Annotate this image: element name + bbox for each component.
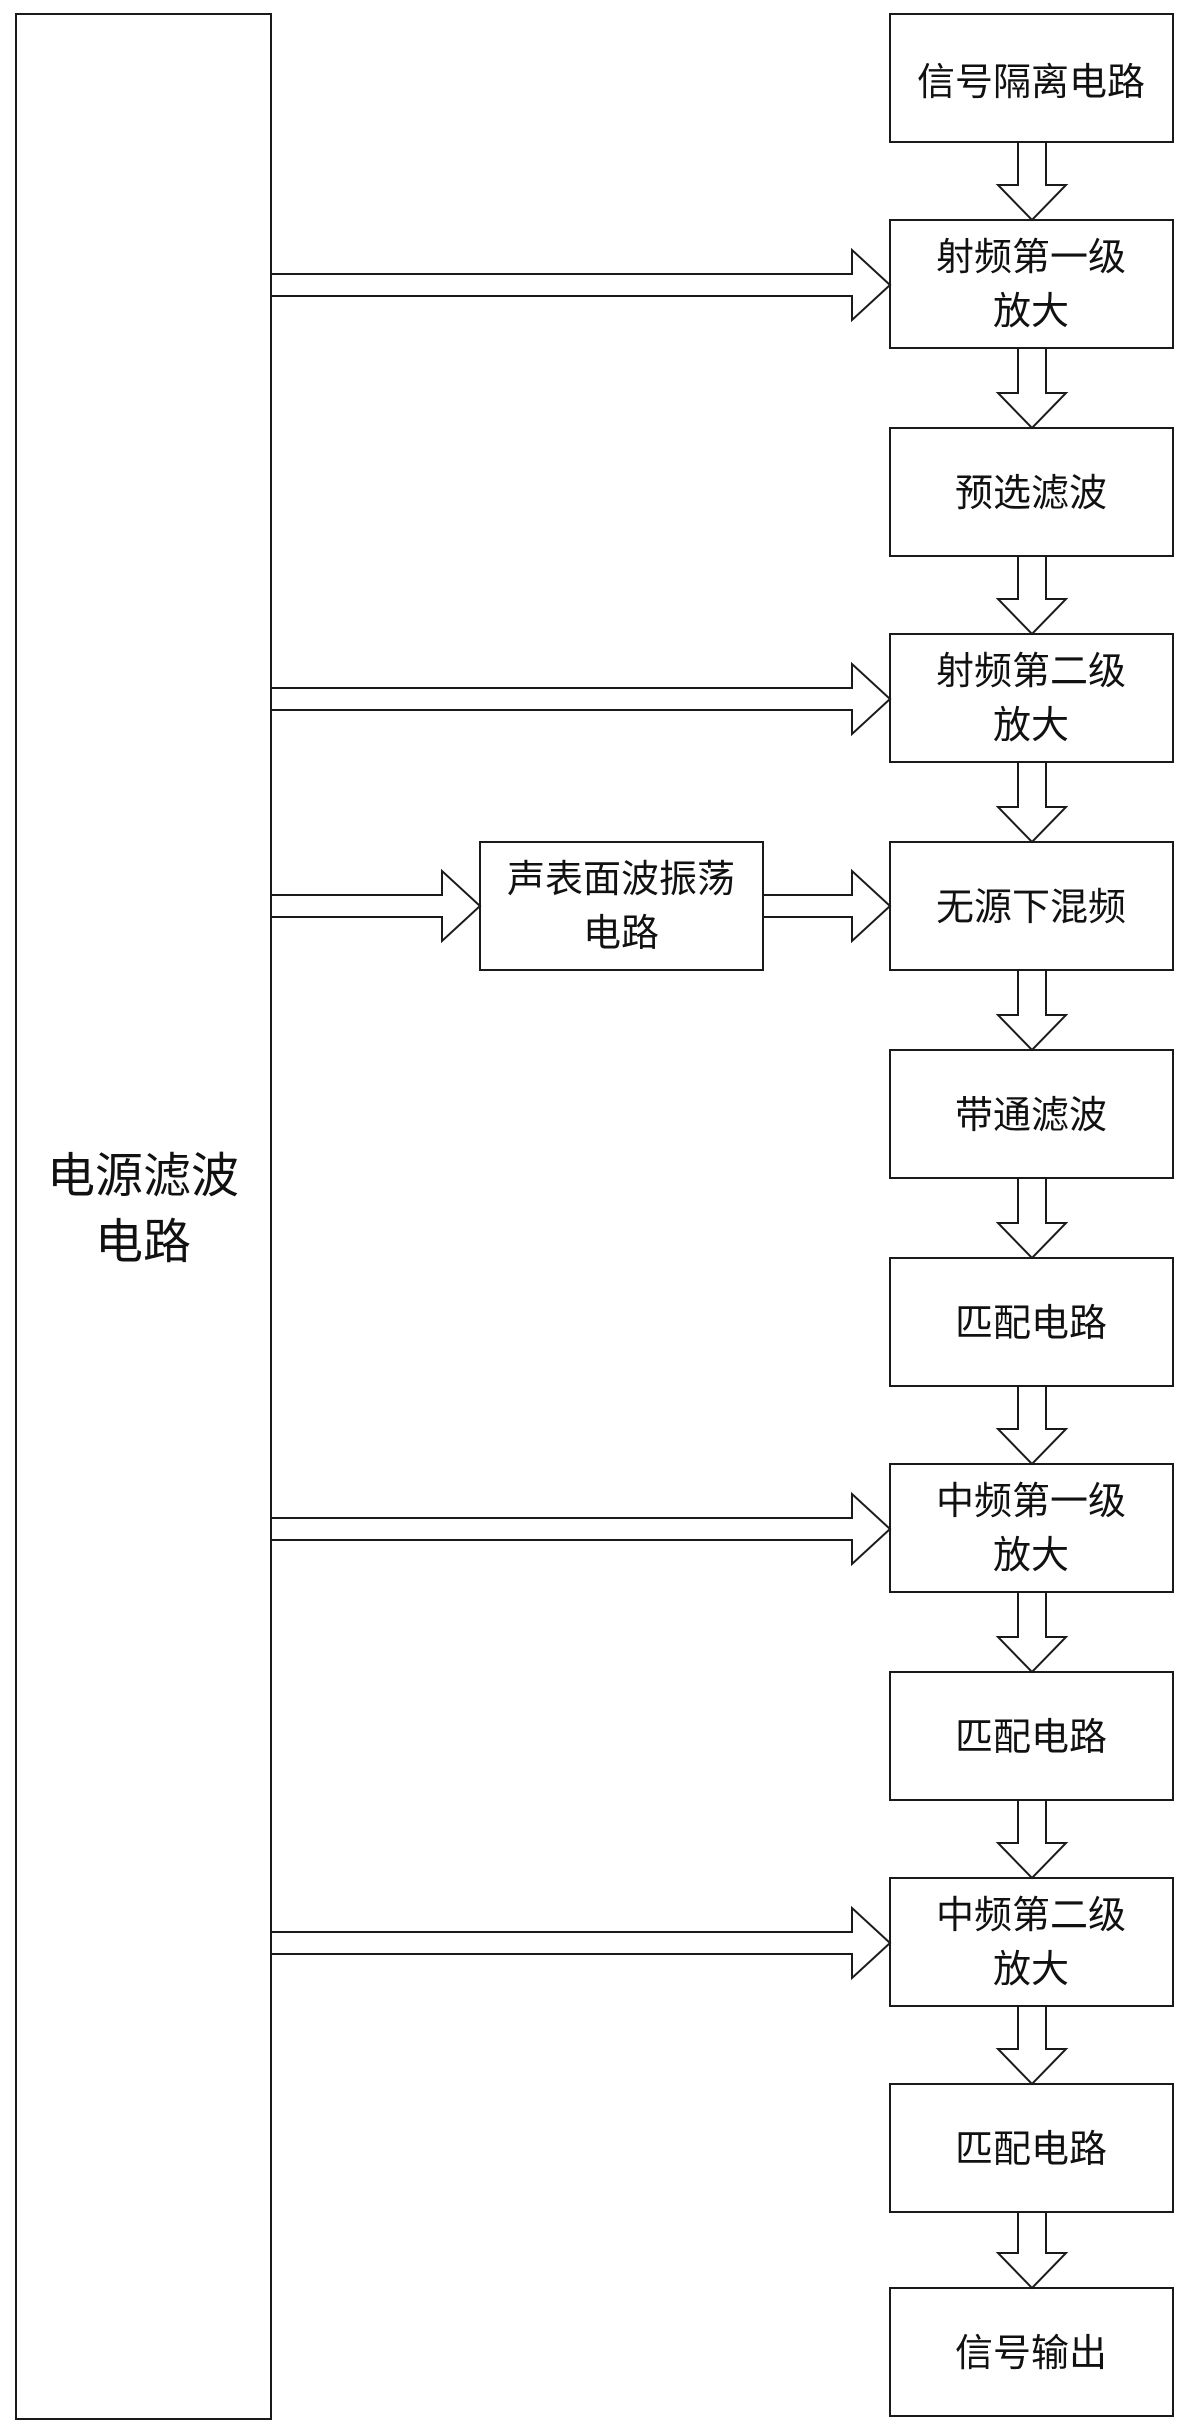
chain-label: 射频第一级 xyxy=(936,235,1126,279)
chain-box-signal-isolation: 信号隔离电路 xyxy=(889,13,1174,143)
down-arrow-2 xyxy=(995,347,1069,430)
down-arrow-9 xyxy=(995,1799,1069,1880)
chain-box-if-amp-stage2: 中频第二级 放大 xyxy=(889,1877,1174,2007)
power-arrow-if-stage2 xyxy=(270,1905,892,1981)
chain-box-if-amp-stage1: 中频第一级 放大 xyxy=(889,1463,1174,1593)
chain-label: 射频第二级 xyxy=(936,649,1126,693)
chain-box-rf-amp-stage2: 射频第二级 放大 xyxy=(889,633,1174,763)
chain-box-rf-amp-stage1: 射频第一级 放大 xyxy=(889,219,1174,349)
chain-label: 中频第一级 xyxy=(936,1479,1126,1523)
power-arrow-rf-stage1 xyxy=(270,247,892,323)
down-arrow-11 xyxy=(995,2211,1069,2290)
saw-oscillator-label-line1: 声表面波振荡 xyxy=(507,857,735,901)
chain-box-matching-circuit-2: 匹配电路 xyxy=(889,1671,1174,1801)
power-filter-label-line2: 电路 xyxy=(95,1214,191,1270)
power-arrow-rf-stage2 xyxy=(270,661,892,737)
chain-label: 匹配电路 xyxy=(955,1715,1107,1759)
chain-label: 无源下混频 xyxy=(936,885,1126,929)
chain-box-matching-circuit-1: 匹配电路 xyxy=(889,1257,1174,1387)
chain-label: 匹配电路 xyxy=(955,2127,1107,2171)
chain-label: 放大 xyxy=(993,1533,1069,1577)
power-arrow-if-stage1 xyxy=(270,1491,892,1567)
power-filter-label-line1: 电源滤波 xyxy=(47,1148,239,1204)
chain-label: 信号输出 xyxy=(955,2331,1107,2375)
down-arrow-3 xyxy=(995,555,1069,636)
chain-box-preselect-filter: 预选滤波 xyxy=(889,427,1174,557)
chain-label: 中频第二级 xyxy=(936,1893,1126,1937)
chain-label: 放大 xyxy=(993,289,1069,333)
chain-label: 信号隔离电路 xyxy=(917,60,1145,104)
down-arrow-8 xyxy=(995,1591,1069,1674)
chain-box-signal-output: 信号输出 xyxy=(889,2287,1174,2417)
power-filter-block: 电源滤波 电路 xyxy=(15,13,272,2420)
down-arrow-4 xyxy=(995,761,1069,844)
chain-label: 带通滤波 xyxy=(955,1093,1107,1137)
down-arrow-7 xyxy=(995,1385,1069,1466)
down-arrow-5 xyxy=(995,969,1069,1052)
chain-box-matching-circuit-3: 匹配电路 xyxy=(889,2083,1174,2213)
chain-label: 放大 xyxy=(993,1947,1069,1991)
saw-oscillator-label-line2: 电路 xyxy=(583,911,659,955)
chain-box-passive-mixer: 无源下混频 xyxy=(889,841,1174,971)
saw-oscillator-box: 声表面波振荡 电路 xyxy=(479,841,764,971)
down-arrow-1 xyxy=(995,141,1069,222)
down-arrow-10 xyxy=(995,2005,1069,2086)
chain-label: 放大 xyxy=(993,703,1069,747)
saw-arrow-mixer xyxy=(762,868,892,944)
power-arrow-saw-oscillator xyxy=(270,868,482,944)
down-arrow-6 xyxy=(995,1177,1069,1260)
chain-label: 匹配电路 xyxy=(955,1301,1107,1345)
chain-label: 预选滤波 xyxy=(955,471,1107,515)
chain-box-bandpass-filter: 带通滤波 xyxy=(889,1049,1174,1179)
